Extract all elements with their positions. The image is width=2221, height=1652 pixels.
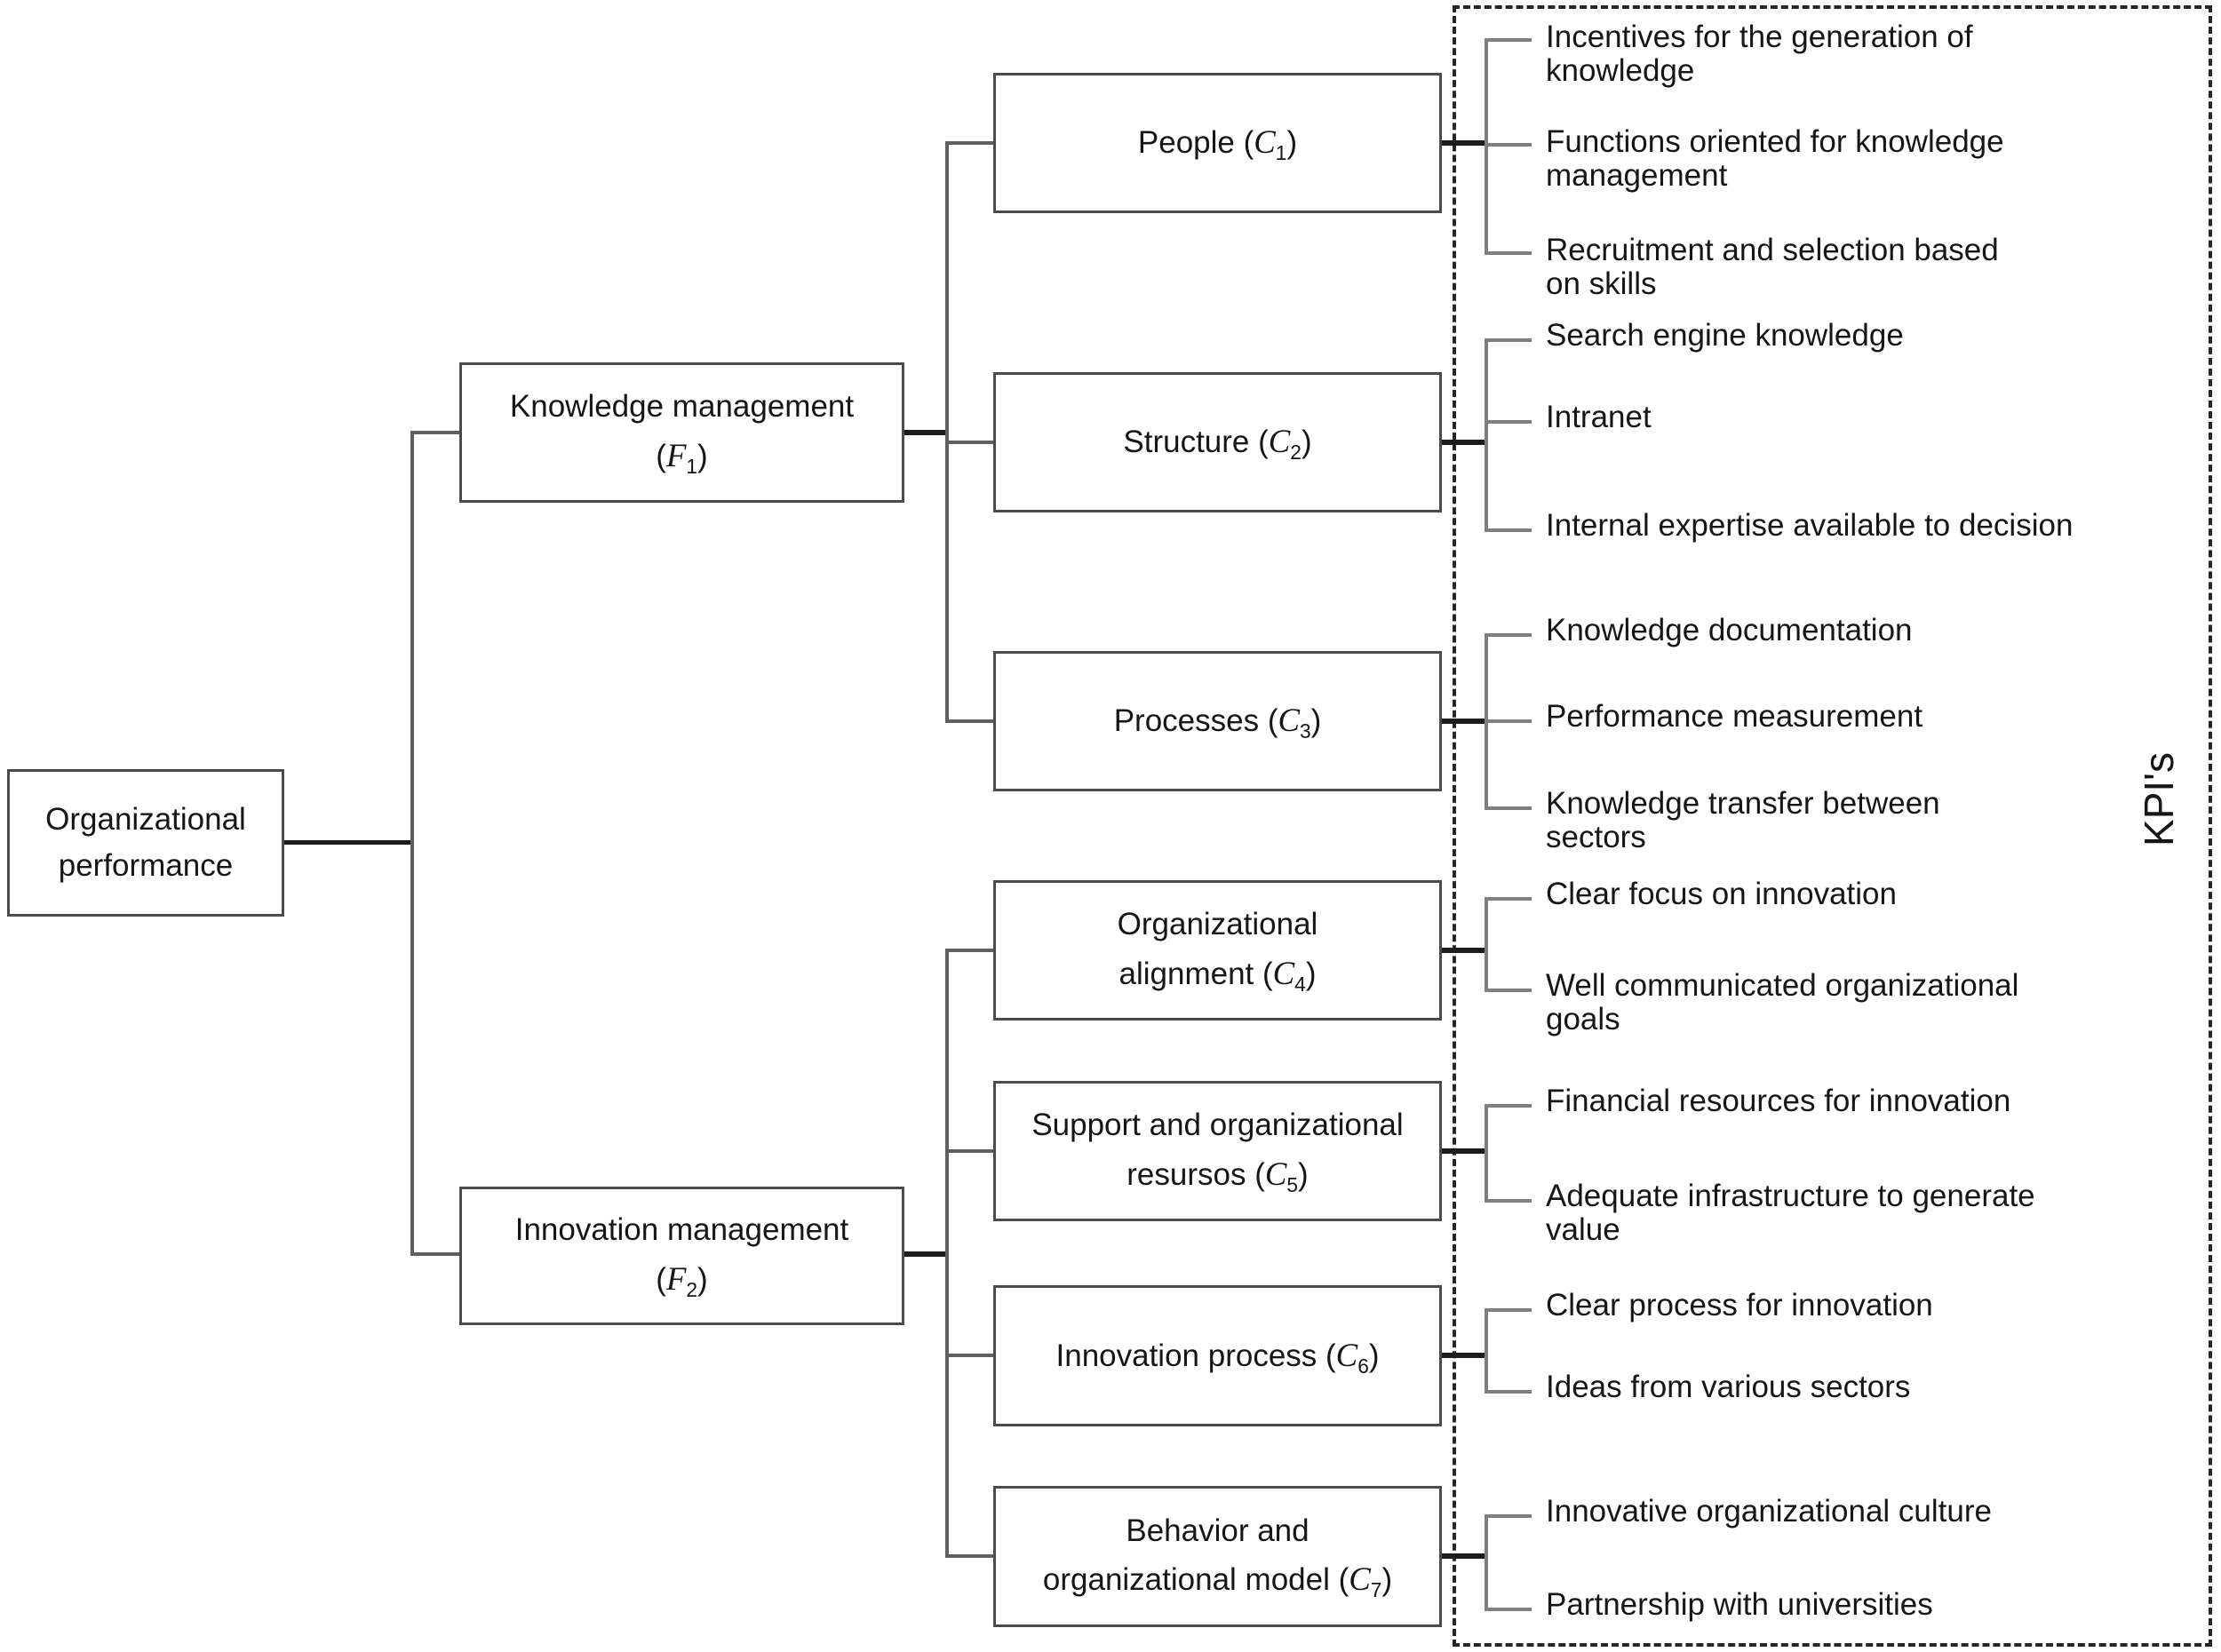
connector-trunk-f1 (410, 431, 461, 434)
stub-kpi-6 (1485, 528, 1532, 532)
kpi-item-partnership: Partnership with universities (1546, 1587, 1933, 1622)
criterion-box-c7: Behavior and organizational model (C7) (993, 1486, 1442, 1627)
connector-branch-c1 (945, 141, 995, 145)
stub-kpi-16 (1485, 1514, 1532, 1518)
kpi-item-ideas-sectors: Ideas from various sectors (1546, 1370, 1911, 1404)
factor-f2-label: Innovation management (F2) (514, 1212, 849, 1301)
bracket-c4 (1485, 897, 1488, 992)
connector-branch-c5 (945, 1149, 995, 1153)
bracket-c1 (1485, 38, 1488, 255)
connector-root-trunk (281, 840, 414, 845)
criterion-box-c6: Innovation process (C6) (993, 1285, 1442, 1426)
kpi-item-functions: Functions oriented for knowledge managem… (1546, 124, 2004, 193)
connector-c3-bracket (1440, 719, 1488, 724)
kpi-item-incentives: Incentives for the generation of knowled… (1546, 20, 1973, 88)
stub-kpi-4 (1485, 338, 1532, 342)
connector-branch-c6 (945, 1354, 995, 1357)
stub-kpi-10 (1485, 897, 1532, 901)
connector-branch-c3 (945, 719, 995, 723)
stub-kpi-7 (1485, 633, 1532, 637)
connector-c4-bracket (1440, 948, 1488, 953)
kpi-item-communicated-goals: Well communicated organizational goals (1546, 968, 2019, 1036)
connector-branch-c2 (945, 441, 995, 444)
criterion-c4-label: Organizational alignment (C4) (1117, 907, 1318, 996)
stub-kpi-12 (1485, 1104, 1532, 1108)
kpi-item-recruitment: Recruitment and selection based on skill… (1546, 233, 1999, 301)
criterion-c1-label: People (C1) (1137, 123, 1298, 165)
connector-c7-bracket (1440, 1553, 1488, 1559)
stub-kpi-9 (1485, 806, 1532, 810)
stub-kpi-17 (1485, 1608, 1532, 1611)
criterion-box-c2: Structure (C2) (993, 372, 1442, 512)
criterion-c7-label: Behavior and organizational model (C7) (1042, 1513, 1393, 1602)
stub-kpi-14 (1485, 1308, 1532, 1312)
kpi-item-financial-resources: Financial resources for innovation (1546, 1084, 2011, 1118)
org-performance-label: Organizational performance (45, 801, 246, 884)
bracket-c5 (1485, 1104, 1488, 1203)
criterion-box-c1: People (C1) (993, 73, 1442, 213)
connector-branch-c4 (945, 949, 995, 952)
stub-kpi-2 (1485, 143, 1532, 147)
stub-kpi-15 (1485, 1390, 1532, 1394)
factor-box-f1: Knowledge management (F1) (459, 362, 904, 503)
bracket-c2 (1485, 338, 1488, 532)
kpi-dashed-region (1453, 5, 2212, 1647)
criterion-box-c3: Processes (C3) (993, 651, 1442, 791)
connector-f2-trunk (903, 1251, 949, 1257)
stub-kpi-5 (1485, 420, 1532, 424)
connector-c5-bracket (1440, 1148, 1488, 1154)
kpi-item-adequate-infrastructure: Adequate infrastructure to generate valu… (1546, 1179, 2035, 1247)
connector-f1-trunk (903, 430, 949, 435)
kpi-item-clear-process: Clear process for innovation (1546, 1288, 1933, 1322)
criterion-box-c4: Organizational alignment (C4) (993, 880, 1442, 1021)
trunk-f2-criteria (945, 949, 949, 1558)
connector-trunk-f2 (410, 1252, 461, 1256)
kpi-item-knowledge-documentation: Knowledge documentation (1546, 613, 1913, 647)
kpi-item-performance-measurement: Performance measurement (1546, 699, 1923, 734)
stub-kpi-11 (1485, 989, 1532, 992)
bracket-c7 (1485, 1514, 1488, 1611)
connector-c2-bracket (1440, 440, 1488, 445)
connector-c1-bracket (1440, 140, 1488, 146)
kpi-item-clear-focus: Clear focus on innovation (1546, 877, 1897, 911)
criterion-c6-label: Innovation process (C6) (1055, 1336, 1380, 1378)
org-performance-box: Organizational performance (7, 769, 284, 917)
trunk-factors (410, 431, 414, 1256)
factor-box-f2: Innovation management (F2) (459, 1187, 904, 1325)
kpi-item-knowledge-transfer: Knowledge transfer between sectors (1546, 786, 1940, 854)
trunk-f1-criteria (945, 141, 949, 723)
criterion-c5-label: Support and organizational resursos (C5) (1031, 1108, 1404, 1196)
stub-kpi-3 (1485, 251, 1532, 255)
criterion-box-c5: Support and organizational resursos (C5) (993, 1081, 1442, 1221)
kpi-item-search-engine: Search engine knowledge (1546, 318, 1904, 353)
stub-kpi-8 (1485, 719, 1532, 723)
stub-kpi-1 (1485, 38, 1532, 42)
kpi-item-innovative-culture: Innovative organizational culture (1546, 1494, 1992, 1529)
kpi-item-intranet: Intranet (1546, 400, 1652, 434)
factor-f1-label: Knowledge management (F1) (509, 389, 855, 478)
stub-kpi-13 (1485, 1199, 1532, 1203)
bracket-c6 (1485, 1308, 1488, 1394)
criterion-c3-label: Processes (C3) (1113, 702, 1322, 743)
kpi-item-internal-expertise: Internal expertise available to decision (1546, 508, 2074, 543)
criterion-c2-label: Structure (C2) (1123, 423, 1312, 465)
connector-branch-c7 (945, 1554, 995, 1558)
connector-c6-bracket (1440, 1353, 1488, 1358)
